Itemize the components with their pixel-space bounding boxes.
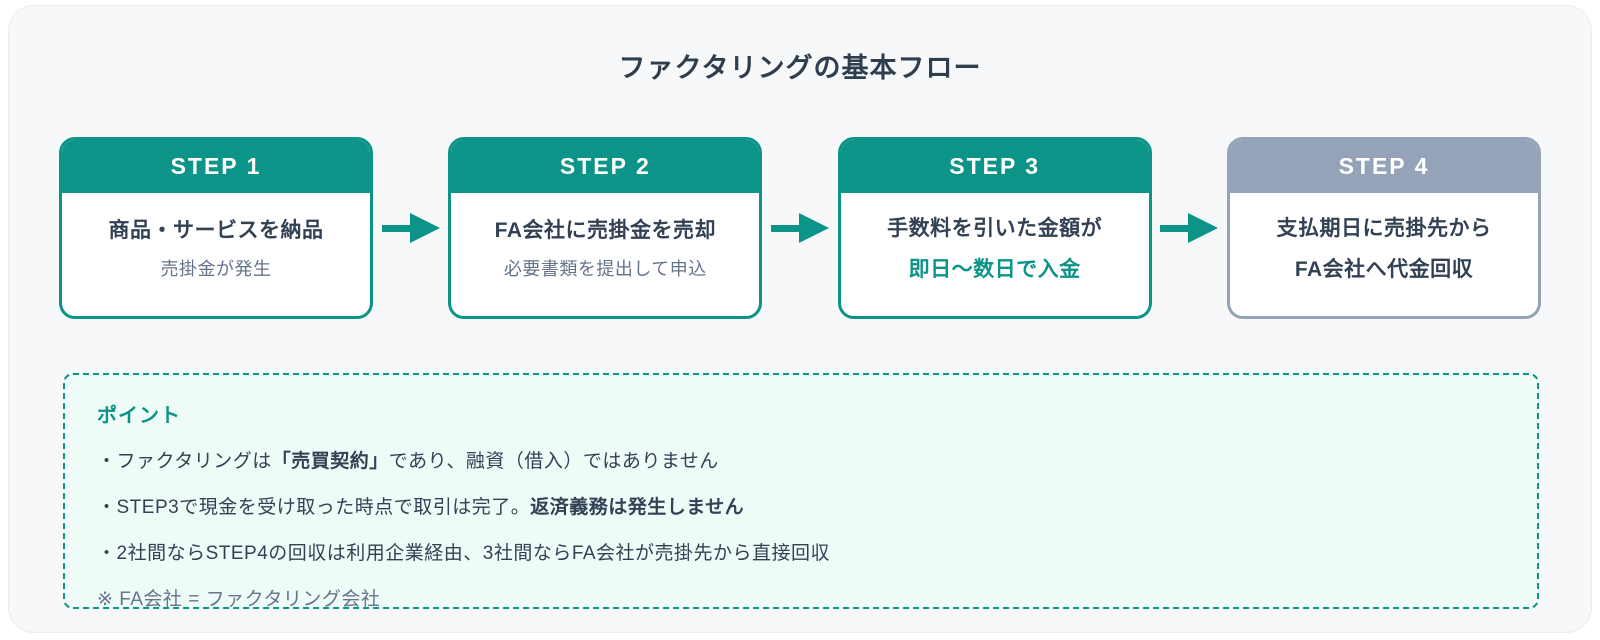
bullet-3-pre: ・2社間ならSTEP4の回収は利用企業経由、3社間ならFA会社が売掛先から直接回… (97, 543, 831, 564)
step-3-highlight-text: 即日〜数日で入金 (908, 258, 1081, 281)
step-1-header: STEP 1 (62, 140, 370, 193)
points-box: ポイント ・ファクタリングは「売買契約」であり、融資（借入）ではありません ・S… (63, 373, 1539, 610)
bullet-2-bold: 返済義務は発生しません (530, 497, 745, 518)
steps-flow-row: STEP 1 商品・サービスを納品 売掛金が発生 STEP 2 FA会社に売掛金… (59, 137, 1541, 319)
step-2-header: STEP 2 (451, 140, 760, 193)
step-1-sub-text: 売掛金が発生 (160, 259, 272, 279)
flow-diagram-panel: ファクタリングの基本フロー STEP 1 商品・サービスを納品 売掛金が発生 S… (8, 5, 1592, 633)
step-2-body: FA会社に売掛金を売却 必要書類を提出して申込 (451, 193, 759, 316)
step-card-2: STEP 2 FA会社に売掛金を売却 必要書類を提出して申込 (448, 137, 763, 319)
points-note: ※ FA会社 = ファクタリング会社 (97, 589, 381, 610)
flow-arrow-2 (762, 211, 837, 245)
step-card-1: STEP 1 商品・サービスを納品 売掛金が発生 (59, 137, 373, 319)
step-2-main-text: FA会社に売掛金を売却 (494, 219, 716, 242)
bullet-1-bold: 「売買契約」 (271, 451, 389, 472)
right-arrow-icon (1160, 213, 1219, 243)
step-3-body: 手数料を引いた金額が 即日〜数日で入金 (841, 193, 1149, 316)
step-3-main-text: 手数料を引いた金額が (887, 217, 1103, 240)
points-bullet-3: ・2社間ならSTEP4の回収は利用企業経由、3社間ならFA会社が売掛先から直接回… (97, 538, 1507, 565)
step-card-4: STEP 4 支払期日に売掛先から FA会社へ代金回収 (1226, 137, 1541, 319)
flow-arrow-3 (1152, 211, 1227, 245)
step-2-sub-text: 必要書類を提出して申込 (503, 259, 707, 279)
step-card-3: STEP 3 手数料を引いた金額が 即日〜数日で入金 (837, 137, 1152, 319)
flow-arrow-1 (373, 211, 448, 245)
points-bullet-2: ・STEP3で現金を受け取った時点で取引は完了。返済義務は発生しません (97, 492, 1507, 519)
bullet-1-post: であり、融資（借入）ではありません (388, 451, 719, 472)
points-bullet-1: ・ファクタリングは「売買契約」であり、融資（借入）ではありません (97, 446, 1507, 473)
step-3-header: STEP 3 (840, 140, 1149, 193)
page-title: ファクタリングの基本フロー (618, 53, 982, 83)
step-4-header: STEP 4 (1229, 140, 1538, 193)
bullet-2-pre: ・STEP3で現金を受け取った時点で取引は完了。 (97, 497, 531, 518)
step-4-sub-text: FA会社へ代金回収 (1294, 258, 1474, 281)
step-1-main-text: 商品・サービスを納品 (108, 219, 324, 242)
right-arrow-icon (381, 213, 440, 243)
bullet-1-pre: ・ファクタリングは (97, 451, 272, 472)
step-4-body: 支払期日に売掛先から FA会社へ代金回収 (1230, 193, 1538, 316)
step-4-main-text: 支払期日に売掛先から (1276, 217, 1492, 240)
step-1-body: 商品・サービスを納品 売掛金が発生 (62, 193, 370, 316)
right-arrow-icon (770, 213, 829, 243)
points-heading: ポイント (97, 405, 181, 427)
